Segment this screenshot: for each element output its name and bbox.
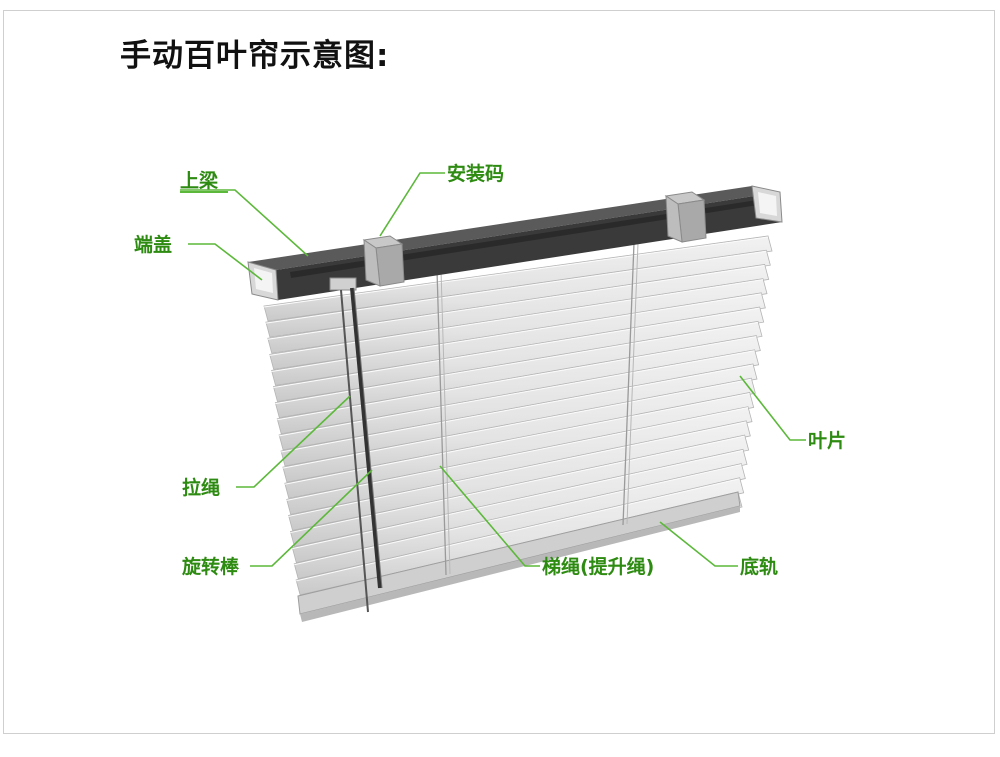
top-rail-groove [290,198,771,278]
slat [276,335,761,435]
slat [263,235,773,322]
tilt-wand [350,287,382,589]
slat-highlight [282,378,752,469]
pull-cord [340,289,369,613]
bottom-rail-face [300,506,740,622]
leader-lines [180,172,806,567]
ladder-cord-right-b [626,242,639,525]
slat-highlight [295,478,740,582]
slat [265,249,771,338]
leader-top-rail [180,189,309,257]
slat-highlight [286,407,749,501]
leader-bottom-rail [659,521,738,567]
mount-bracket-left [362,235,405,287]
mount-bracket-right [664,191,707,243]
slat [280,363,758,467]
slat-highlight [280,364,754,453]
slat-highlight [267,264,765,340]
slat-highlight [294,464,742,566]
slat-highlight [279,350,755,437]
label-mount-bracket: 安装码 [447,162,504,185]
slat-highlight [271,293,762,372]
slat-highlight [284,392,750,485]
slat [269,278,768,370]
slat [284,391,755,499]
slat-highlight [265,250,767,324]
page-title: 手动百叶帘示意图: [120,38,390,74]
slat [286,406,753,515]
slat [295,477,745,596]
label-tilt-wand: 旋转棒 [181,555,240,578]
slat-highlight [277,336,757,421]
slat-highlight [273,307,760,389]
label-slat: 叶片 [808,429,846,452]
slat [272,306,765,403]
tilt-wand-highlight [353,287,383,589]
slat-highlight [269,279,764,356]
label-pull-cord: 拉绳 [182,476,220,499]
slat [282,377,756,483]
leader-tilt-wand [250,469,373,567]
slat [267,263,770,354]
ladder-cord-left-b [440,269,451,575]
label-top-rail: 上梁 [180,169,219,192]
leader-slat [739,375,806,441]
slat-highlight [290,435,745,534]
ladder-cord-left [436,269,447,576]
slats-group [263,235,773,612]
label-bottom-rail: 底轨 [740,555,778,578]
ladder-cord-right [622,242,635,526]
tilt-mechanism [329,277,357,291]
end-cap-right-inner [758,192,777,216]
leader-pull-cord [236,395,351,488]
slat [289,434,750,548]
slat [293,463,746,580]
slat [278,349,760,451]
slat [271,292,766,386]
slat-highlight [275,321,759,405]
slat-highlight [288,421,747,517]
slat [288,420,751,531]
leader-end-cap [188,243,263,281]
leader-mount-bracket [379,172,445,237]
label-end-cap: 端盖 [134,233,172,256]
slat-highlight [292,449,744,550]
slat [274,320,763,419]
slat-highlight [263,236,769,308]
label-ladder-cord: 梯绳(提升绳) [542,555,654,578]
end-cap-inner [254,268,273,293]
slat [291,448,748,564]
leader-ladder-cord [439,465,540,567]
